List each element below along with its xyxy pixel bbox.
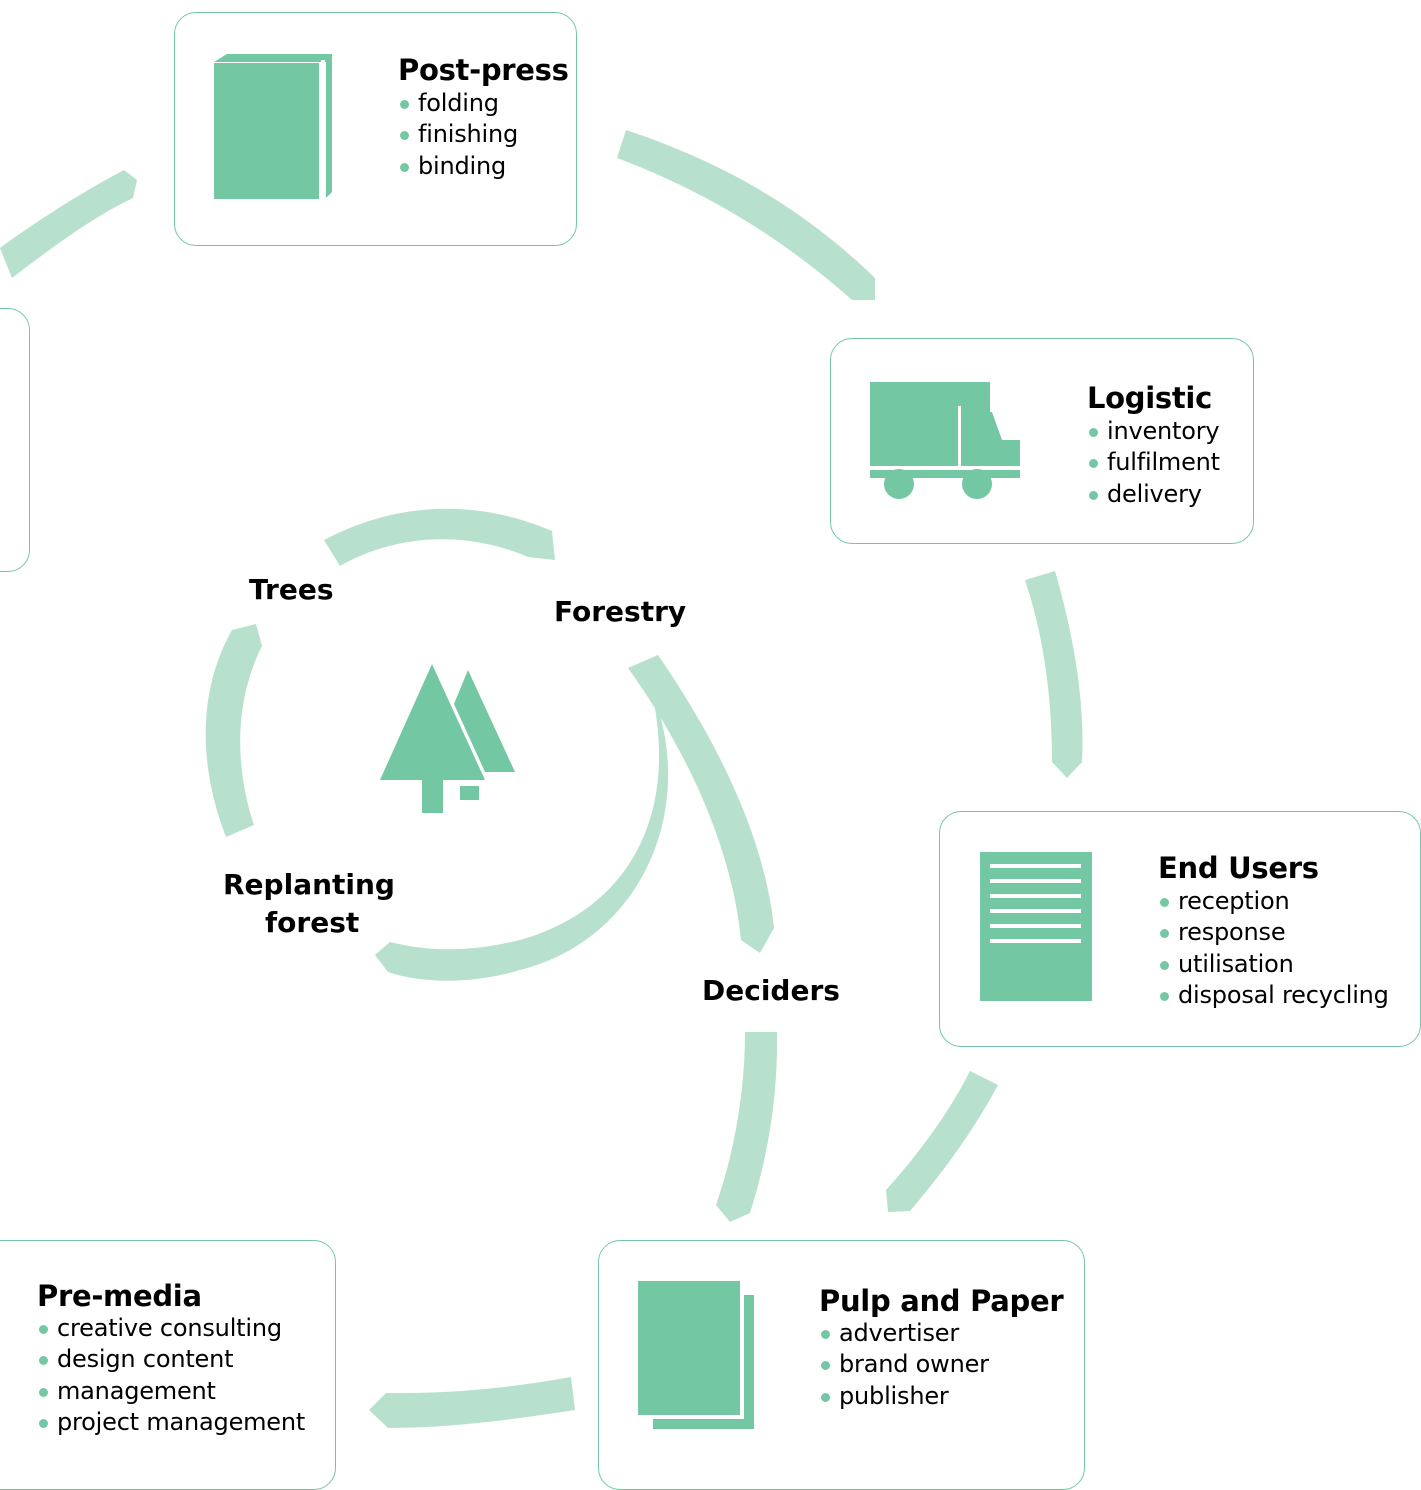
- pre-media-title: Pre-media: [37, 1279, 202, 1313]
- list-item: disposal recycling: [1158, 980, 1389, 1011]
- left-stage-box: [0, 308, 30, 572]
- arrow-logistic-to-end-users: [1025, 571, 1083, 778]
- list-item: creative consulting: [37, 1313, 305, 1344]
- list-item: delivery: [1087, 479, 1220, 510]
- pulp-paper-title: Pulp and Paper: [819, 1284, 1064, 1318]
- list-item: advertiser: [819, 1318, 989, 1349]
- trees-icon: [380, 664, 515, 813]
- pre-media-list: creative consulting design content manag…: [37, 1313, 305, 1438]
- list-item: finishing: [398, 119, 518, 150]
- list-item: project management: [37, 1407, 305, 1438]
- logistic-list: inventory fulfilment delivery: [1087, 416, 1220, 510]
- list-item: response: [1158, 917, 1389, 948]
- book-icon: [214, 54, 332, 199]
- replanting-label-line1: Replanting: [223, 868, 395, 901]
- list-item: utilisation: [1158, 949, 1389, 980]
- pre-media-box: [0, 1240, 336, 1490]
- arrow-deciders-to-pulp-paper: [716, 1032, 778, 1222]
- list-item: folding: [398, 88, 518, 119]
- forestry-label: Forestry: [554, 595, 687, 628]
- list-item: design content: [37, 1344, 305, 1375]
- list-item: management: [37, 1376, 305, 1407]
- post-press-list: folding finishing binding: [398, 88, 518, 182]
- deciders-label: Deciders: [702, 974, 840, 1007]
- arrow-forestry-to-deciders: [628, 655, 774, 953]
- end-users-list: reception response utilisation disposal …: [1158, 886, 1389, 1011]
- list-item: inventory: [1087, 416, 1220, 447]
- end-users-title: End Users: [1158, 851, 1319, 885]
- logistic-title: Logistic: [1087, 381, 1212, 415]
- arrow-pulp-paper-to-pre-media: [369, 1377, 575, 1428]
- pulp-paper-list: advertiser brand owner publisher: [819, 1318, 989, 1412]
- post-press-title: Post-press: [398, 53, 569, 87]
- document-icon: [980, 852, 1092, 1001]
- list-item: binding: [398, 151, 518, 182]
- arrow-to-post-press: [0, 170, 137, 278]
- arrow-forestry-to-replanting: [375, 688, 669, 981]
- arrow-trees-to-forestry: [324, 508, 555, 566]
- list-item: reception: [1158, 886, 1389, 917]
- list-item: fulfilment: [1087, 447, 1220, 478]
- replanting-label-line2: forest: [265, 906, 360, 939]
- arrow-post-press-to-logistic: [617, 130, 875, 300]
- list-item: publisher: [819, 1381, 989, 1412]
- arrow-replanting-to-trees: [205, 624, 262, 837]
- truck-icon: [870, 382, 1020, 499]
- list-item: brand owner: [819, 1349, 989, 1380]
- trees-label: Trees: [249, 573, 334, 606]
- paper-stack-icon: [638, 1281, 754, 1429]
- arrow-end-users-to-pulp-paper: [886, 1071, 998, 1212]
